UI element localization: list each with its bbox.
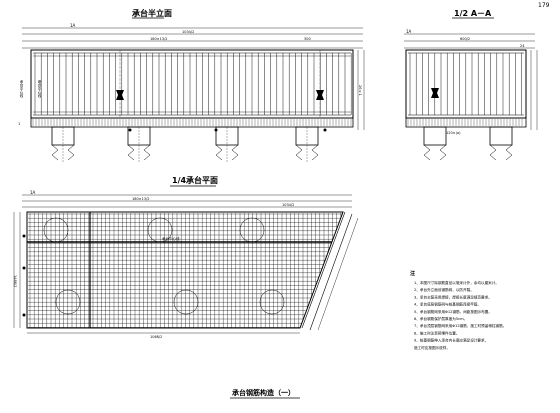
marker-dot-2 — [214, 128, 218, 132]
plan-center-label: 承台中心线 — [162, 236, 180, 241]
marker-dot-3 — [323, 128, 327, 132]
notes-list: 1、本图尺寸除钢筋直径以毫米计外，余均以厘米计。 2、承台外立面设钢筋网，以防开裂… — [414, 280, 506, 350]
notes-block: 注 1、本图尺寸除钢筋直径以毫米计外，余均以厘米计。 2、承台外立面设钢筋网，以防… — [410, 270, 506, 350]
half-elevation-vertical-bars — [34, 53, 352, 115]
side-label-2: 墩台中心线 — [37, 79, 42, 98]
aa-bottom-band — [405, 117, 527, 128]
section-aa-vertical-bars — [409, 53, 522, 115]
aa-pile-1 — [423, 126, 447, 161]
aa-dim-d: 120×(a) — [446, 131, 461, 135]
skew-edge-3 — [317, 217, 359, 331]
dim-text-1a: 1A — [70, 23, 76, 28]
note-item: 1、本图尺寸除钢筋直径以毫米计外，余均以厘米计。 — [414, 280, 499, 285]
quarter-plan-outline — [26, 211, 344, 329]
drawing-title: 承台钢筋构造（一） — [232, 388, 295, 397]
note-item: 2、承台外立面设钢筋网，以防开裂。 — [414, 287, 474, 292]
quarter-plan-rebar-grid — [28, 213, 343, 328]
side-label-1: 承台中心线 — [19, 79, 24, 98]
pile-circle-4 — [55, 289, 81, 315]
pile-circle-6 — [259, 289, 285, 315]
aa-dim-b: 600/2 — [460, 37, 470, 41]
note-item: 6、承台钢筋保护层厚度为5cm。 — [414, 316, 467, 321]
aa-dim-c: 24 — [520, 44, 525, 48]
qp-dim-c: 180×13/2 — [132, 197, 149, 201]
note-item: 5、承台钢筋网采用Φ12钢筋，间距按图示布置。 — [414, 309, 492, 314]
pile-marker-1 — [116, 90, 124, 100]
pile-1 — [51, 126, 75, 162]
qp-dot-3 — [22, 313, 26, 317]
pile-circle-2 — [147, 217, 173, 243]
qp-dim-b: 1034/2 — [282, 203, 294, 207]
skew-edge-1 — [301, 211, 346, 329]
note-item: 3、承台主筋采用焊接，焊接长度满足规范要求。 — [414, 294, 492, 299]
aa-pile-2 — [489, 126, 513, 161]
level-mark: 1 — [18, 122, 20, 126]
section-aa-title: 1/2 A－A — [454, 9, 492, 18]
qp-left-dim-text: 1488/2 — [13, 275, 17, 287]
pile-2 — [127, 126, 151, 162]
pile-3 — [215, 126, 239, 162]
note-item: 9、桩基钢筋伸入承台内长度应满足设计要求， — [414, 338, 488, 343]
bottom-band-ticks — [32, 119, 352, 126]
pile-circle-5 — [173, 289, 199, 315]
aa-bottom-band-ticks — [407, 119, 523, 126]
note-item: 7、承台顶层钢筋网采用Φ12钢筋，施工时预留墩柱钢筋。 — [414, 323, 506, 328]
pile-circle-1 — [43, 217, 69, 243]
skew-edge-2 — [309, 213, 353, 331]
qp-dot-2 — [22, 266, 26, 270]
half-elevation-view: 承台半立面 1A 1034/2 180×13/2 300 承 — [18, 8, 365, 162]
dim-text-f: 300 — [304, 37, 311, 41]
half-elevation-title: 承台半立面 — [132, 8, 172, 18]
qp-dot-1 — [22, 234, 26, 238]
page-number: 179 — [538, 2, 550, 9]
dim-text-c: 180×13/2 — [150, 37, 167, 41]
right-dim-text: 26×1 — [358, 85, 362, 96]
quarter-plan-title: 1/4承台平面 — [172, 175, 218, 185]
qp-dim-a: 1A — [30, 190, 36, 195]
quarter-plan-view: 1/4承台平面 1A 180×13/2 1034/2 承台中心线 1488/2 — [13, 175, 359, 339]
section-aa-view: 1/2 A－A 1A 600/2 24 120×(a) — [404, 9, 538, 161]
dim-text-b: 1034/2 — [182, 30, 194, 34]
note-item: 8、施工时注意预埋件位置。 — [414, 330, 459, 335]
marker-dot-1 — [128, 128, 132, 132]
half-elevation-body — [30, 49, 354, 119]
qp-bottom-dim-text: 1068/2 — [150, 335, 162, 339]
pile-marker-2 — [316, 90, 324, 100]
note-item: 4、承台底层钢筋网与桩基钢筋连接牢固。 — [414, 302, 481, 307]
pile-4 — [295, 126, 319, 162]
pile-circle-3 — [239, 217, 265, 243]
aa-pile-marker — [431, 88, 439, 98]
bottom-band — [30, 117, 354, 128]
aa-dim-a: 1A — [406, 29, 412, 34]
note-item: 施工时应按图示放样。 — [414, 345, 450, 350]
notes-heading: 注 — [410, 270, 415, 277]
